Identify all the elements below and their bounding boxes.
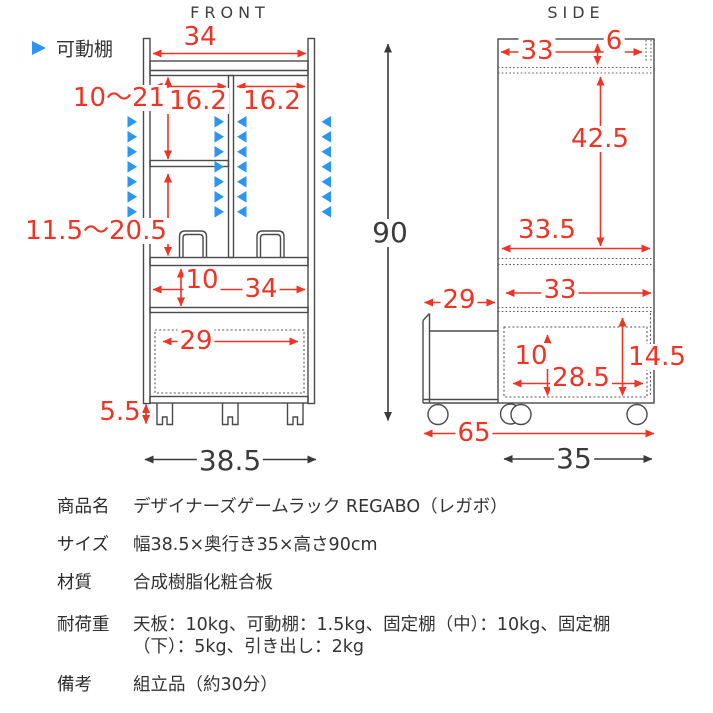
dim-front-mid-shelf-height: 10 [183, 265, 221, 295]
front-view-drawing [142, 37, 316, 426]
dim-front-top-width: 34 [181, 22, 219, 52]
dim-front-total-width: 38.5 [196, 444, 264, 477]
dim-front-right-col-width: 16.2 [241, 86, 303, 116]
spec-row-value: 組立品（約30分） [133, 675, 278, 695]
spec-row-value: 幅38.5×奥行き35×高さ90cm [133, 535, 378, 555]
dim-side-extended-depth: 65 [455, 418, 493, 448]
dim-side-top-depth: 33 [518, 36, 556, 66]
spec-row-label: 商品名 [57, 497, 110, 517]
front-view-title: FRONT [190, 3, 270, 22]
side-view-title: SIDE [547, 3, 605, 22]
movable-shelf-legend-icon [32, 41, 46, 55]
dim-front-drawer-width: 29 [177, 326, 215, 356]
dim-side-drawer-front-height: 14.5 [626, 342, 688, 372]
dim-side-top-panel-thickness: 6 [603, 26, 625, 56]
spec-row-value: 天板：10kg、可動棚：1.5kg、固定棚（中）：10kg、固定棚（下）：5kg… [133, 615, 611, 657]
dim-side-drawer-inner-depth: 28.5 [550, 363, 612, 393]
dim-front-mid-inner-width: 34 [242, 274, 280, 304]
dim-total-height: 90 [370, 216, 410, 249]
spec-row-value: 合成樹脂化粧合板 [133, 573, 273, 593]
movable-shelf-legend-label: 可動棚 [56, 38, 114, 61]
dim-front-movable-range-top: 10〜21 [70, 83, 168, 113]
dim-side-lower-depth: 33 [541, 275, 579, 305]
side-view-drawing [422, 38, 655, 426]
spec-row-label: 備考 [57, 675, 92, 695]
dim-front-movable-range-bottom: 11.5〜20.5 [23, 216, 169, 246]
spec-row-value: デザイナーズゲームラック REGABO（レガボ） [133, 497, 508, 517]
dim-front-left-col-width: 16.2 [167, 86, 229, 116]
dim-side-drawer-pullout: 29 [440, 285, 478, 315]
dim-side-total-depth: 35 [554, 442, 594, 475]
dim-side-mid-depth: 33.5 [516, 215, 578, 245]
dim-side-upper-height: 42.5 [569, 124, 631, 154]
spec-row-label: 耐荷重 [57, 615, 110, 635]
dim-side-drawer-inner-height: 10 [512, 341, 550, 371]
dim-front-leg-height: 5.5 [97, 397, 143, 427]
spec-row-label: 材質 [57, 573, 92, 593]
spec-row-label: サイズ [57, 535, 109, 555]
